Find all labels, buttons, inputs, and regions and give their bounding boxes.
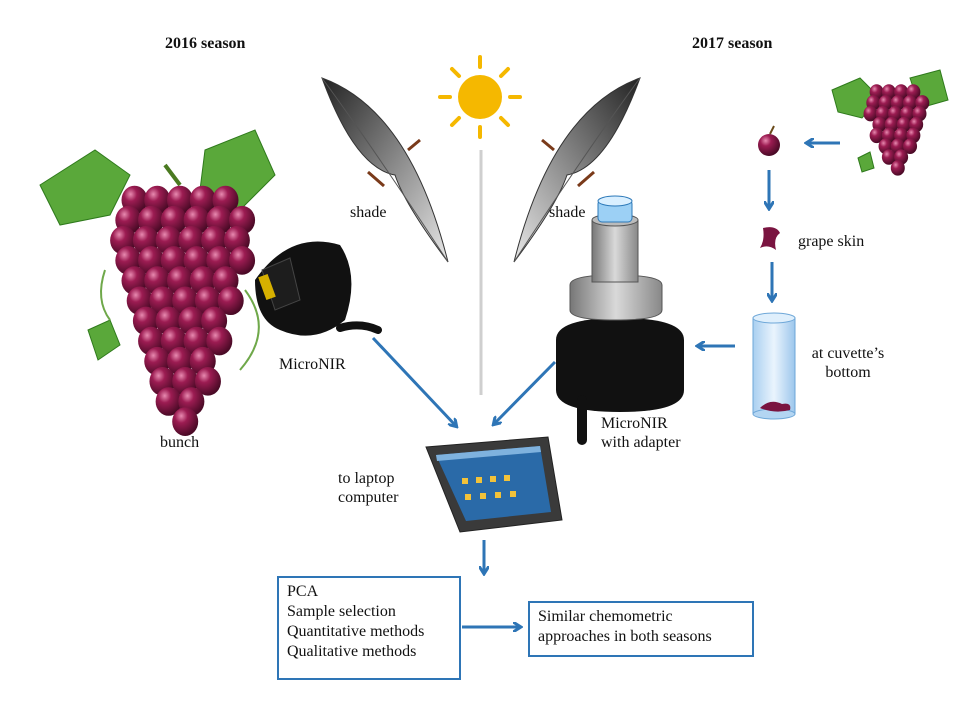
flow-arrows xyxy=(371,143,840,627)
grape-skin-label: grape skin xyxy=(798,233,865,250)
cuvette-icon xyxy=(752,312,796,420)
grape-berry xyxy=(229,246,256,275)
micronir-adapter-label-line2: with adapter xyxy=(601,434,681,451)
cuvette-label-line1: at cuvette’s xyxy=(811,345,885,362)
laptop-tablet-icon xyxy=(425,436,563,533)
shade-left-label: shade xyxy=(350,204,387,221)
grape-berry xyxy=(217,286,244,316)
grape-berry xyxy=(903,138,918,154)
grape-berry xyxy=(863,106,878,122)
micronir-device-icon xyxy=(255,241,382,336)
umbrella-right-icon xyxy=(513,77,641,263)
methods-item: Sample selection xyxy=(287,603,396,620)
sun-icon xyxy=(438,55,522,139)
umbrella-left-icon xyxy=(321,77,449,263)
grape-berry xyxy=(869,127,884,144)
laptop-label-line2: computer xyxy=(338,489,399,506)
micronir-adapter-label: MicroNIR with adapter xyxy=(601,414,681,452)
laptop-label: to laptop computer xyxy=(338,469,398,507)
cuvette-label-line2: bottom xyxy=(825,364,871,381)
micronir-label: MicroNIR xyxy=(279,356,346,373)
grape-bunch-small-icon xyxy=(831,69,949,176)
grape-berry xyxy=(172,407,199,436)
season-2016-title: 2016 season xyxy=(165,35,246,52)
arrow-micronir-to-laptop xyxy=(371,336,456,426)
result-line: Similar chemometric xyxy=(538,608,673,625)
arrow-adapter-to-laptop xyxy=(494,360,557,424)
micronir-adapter-device-icon xyxy=(556,195,684,445)
laptop-label-line1: to laptop xyxy=(338,470,395,487)
methods-item: Qualitative methods xyxy=(287,643,417,660)
result-line: approaches in both seasons xyxy=(538,628,712,645)
methods-item: PCA xyxy=(287,583,319,600)
cuvette-label: at cuvette’s bottom xyxy=(808,344,888,382)
grape-berry xyxy=(206,326,233,356)
micronir-adapter-label-line1: MicroNIR xyxy=(601,415,668,432)
grape-skin-icon xyxy=(760,227,780,250)
grape-berry xyxy=(881,149,896,165)
result-box: Similar chemometric approaches in both s… xyxy=(528,601,754,657)
grape-berry xyxy=(890,160,905,176)
grape-bunch-large-icon xyxy=(39,129,276,436)
methods-box: PCA Sample selection Quantitative method… xyxy=(277,576,461,680)
shade-right-label: shade xyxy=(549,204,586,221)
season-2017-title: 2017 season xyxy=(692,35,773,52)
grape-berry xyxy=(155,387,182,416)
grape-berry xyxy=(194,367,221,396)
methods-item: Quantitative methods xyxy=(287,623,425,640)
grape-berry-icon xyxy=(758,125,780,156)
bunch-label: bunch xyxy=(160,434,200,451)
